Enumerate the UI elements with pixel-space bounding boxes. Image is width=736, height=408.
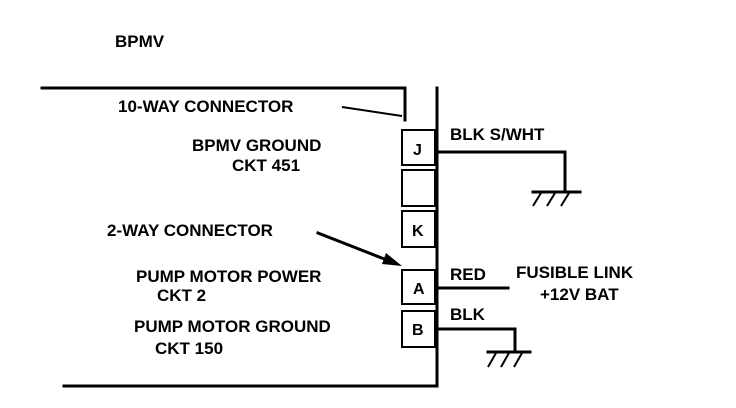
connector-10way-leader (341, 106, 403, 117)
wire-j-color-label: BLK S/WHT (450, 125, 545, 144)
diagram-title: BPMV (115, 32, 165, 51)
pin-k-box (401, 210, 436, 248)
bpmv-module-outline (40, 86, 439, 388)
pin-b-box (401, 310, 436, 348)
battery-label: +12V BAT (540, 285, 619, 304)
connector-10way (401, 129, 436, 248)
wire-b-color-label: BLK (450, 305, 486, 324)
bpmv-ground-ckt: CKT 451 (232, 156, 300, 175)
pin-j-box (401, 129, 436, 166)
wire-b-ground (435, 327, 532, 368)
pump-power-label: PUMP MOTOR POWER (136, 267, 321, 286)
connector-10way-label: 10-WAY CONNECTOR (118, 97, 293, 116)
pin-blank-box (401, 169, 436, 207)
pin-j-label: J (413, 142, 422, 159)
pump-ground-ckt: CKT 150 (155, 339, 223, 358)
bpmv-ground-label: BPMV GROUND (192, 136, 321, 155)
pin-b-label: B (412, 322, 424, 339)
connector-2way-label: 2-WAY CONNECTOR (107, 221, 273, 240)
wire-a-color-label: RED (450, 265, 486, 284)
connector-2way (401, 269, 436, 348)
pin-a-box (401, 269, 436, 305)
fusible-link-label: FUSIBLE LINK (516, 263, 634, 282)
wire-j-ground (435, 150, 582, 207)
connector-2way-arrow (316, 231, 402, 266)
pin-a-label: A (413, 281, 425, 298)
pump-power-ckt: CKT 2 (157, 286, 206, 305)
pin-k-label: K (412, 223, 424, 240)
pump-ground-label: PUMP MOTOR GROUND (134, 317, 331, 336)
